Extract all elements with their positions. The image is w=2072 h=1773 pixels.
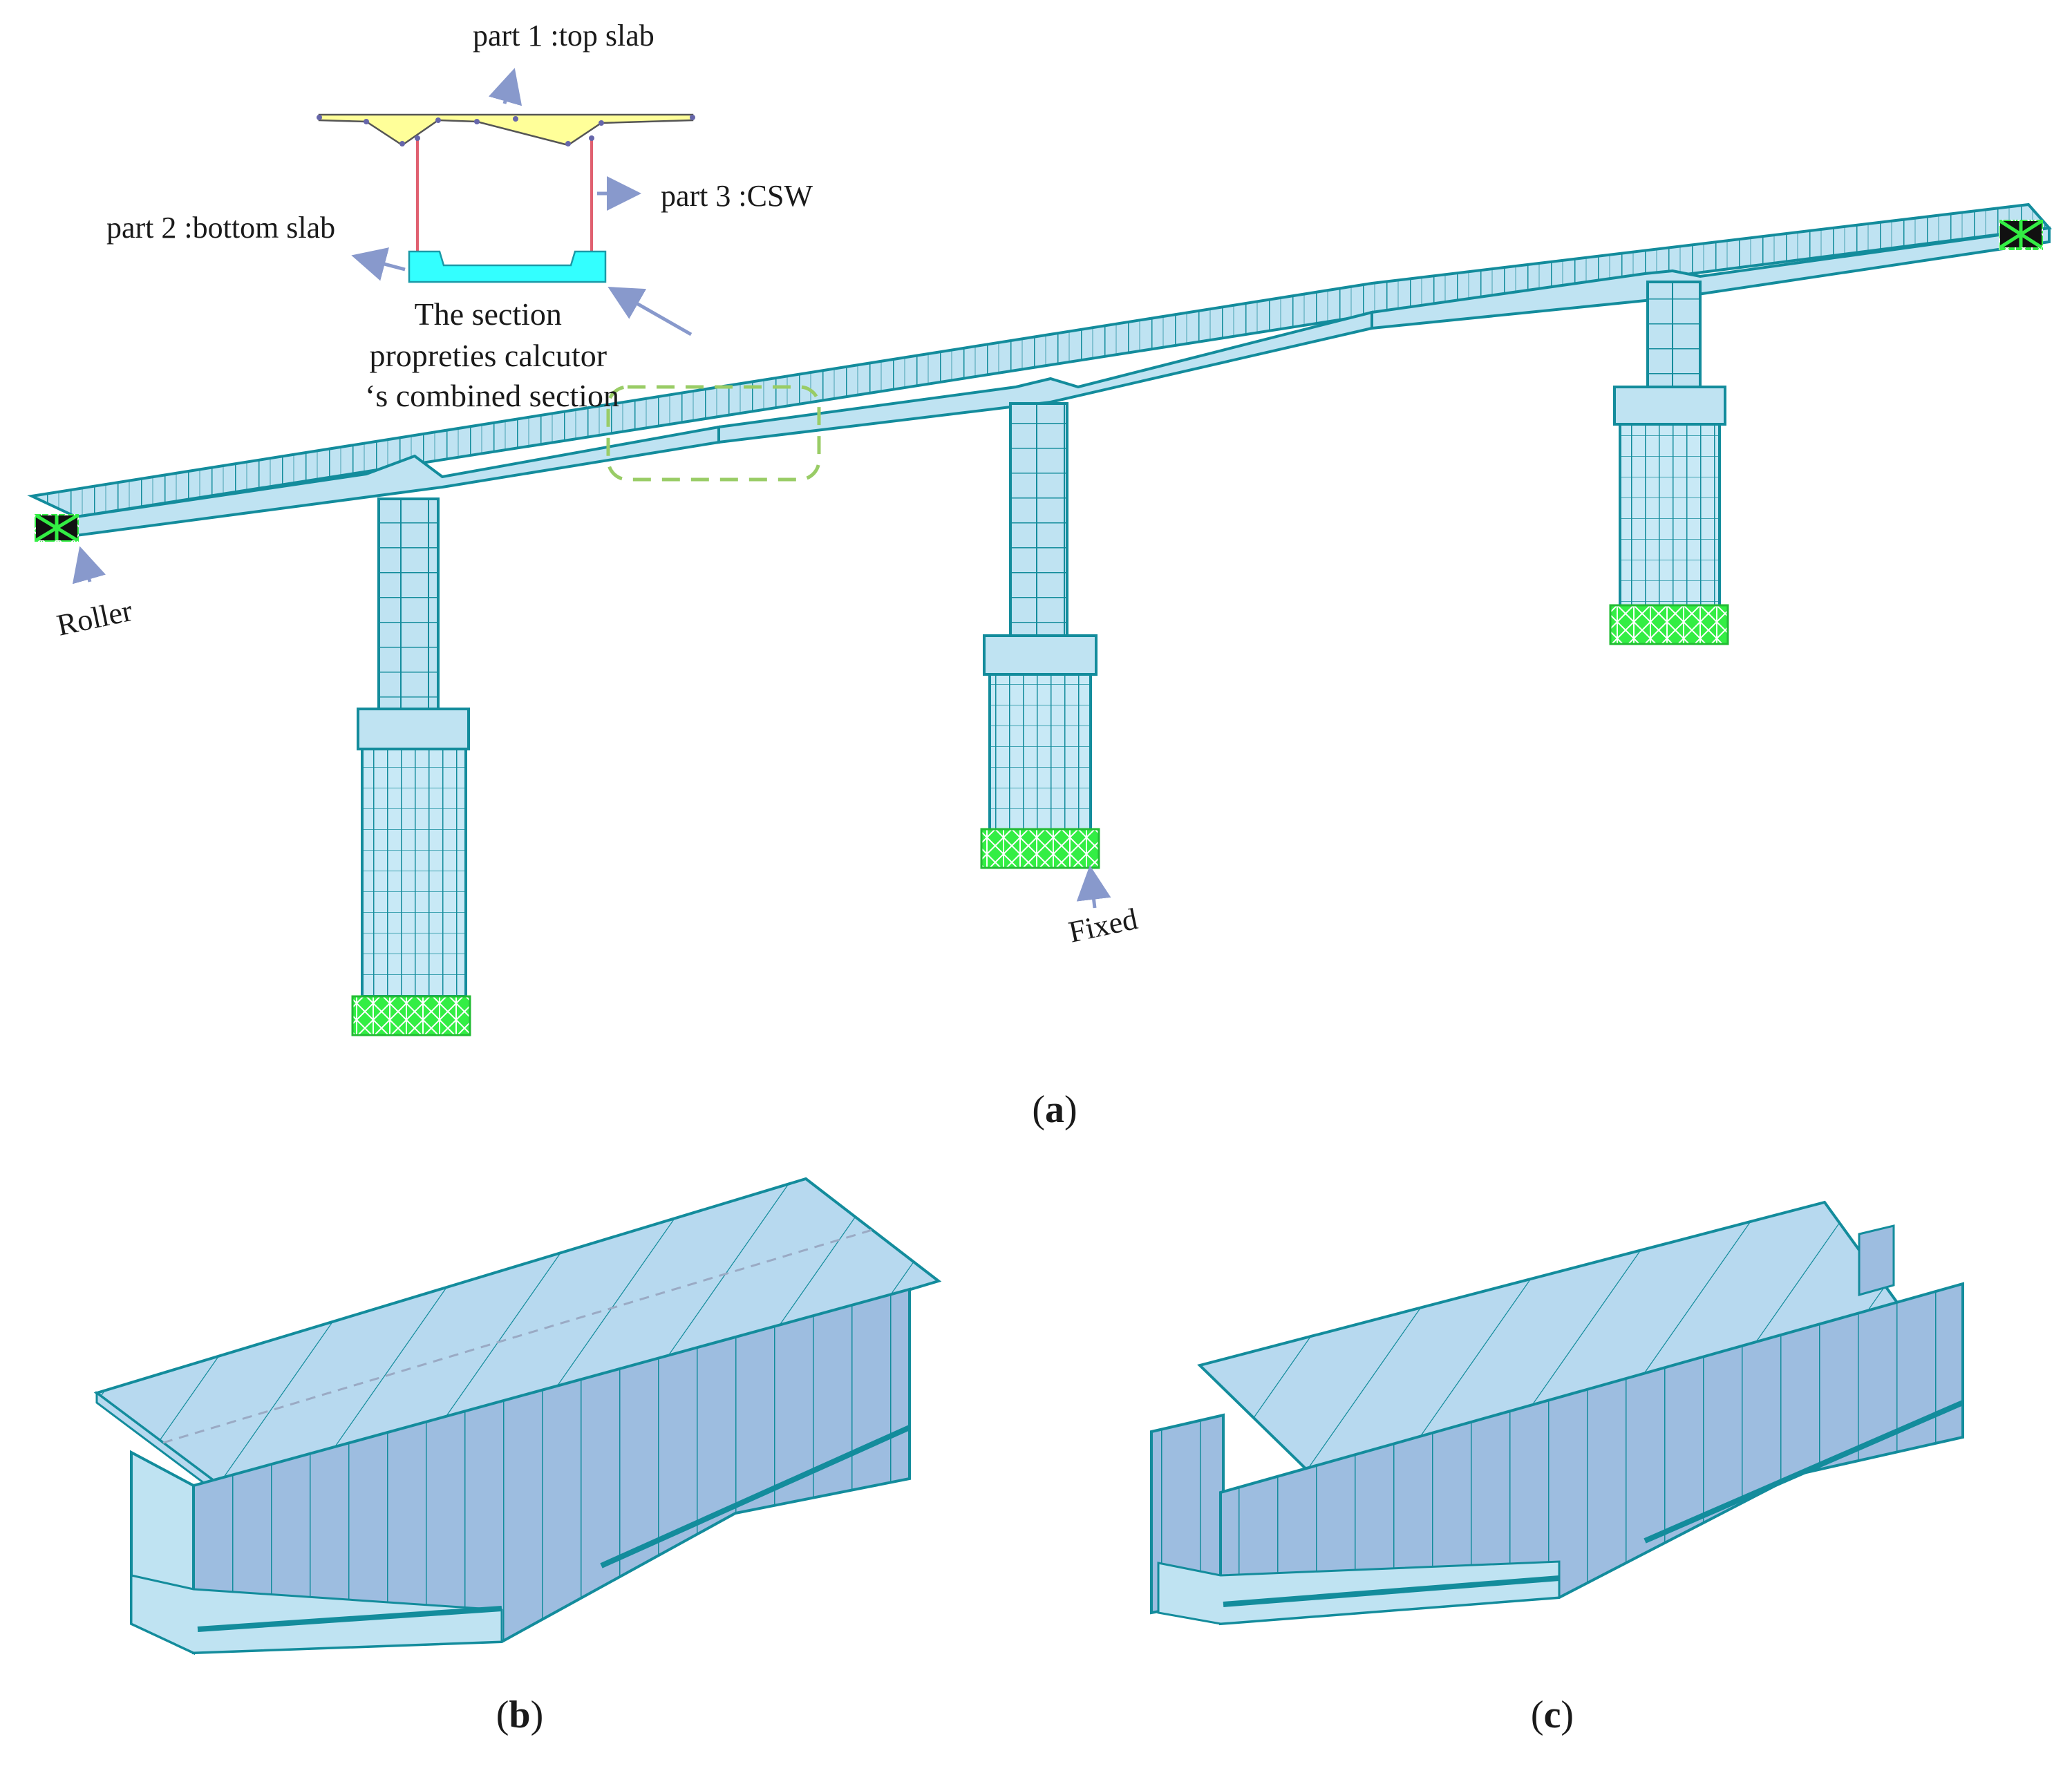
panel-b-upper-stiffener [600,1425,911,1568]
caption-c: (c) [1531,1694,1574,1736]
section-note-line-1: The section [415,296,562,332]
fixed-label: Fixed [1066,902,1140,949]
section-note: The section propreties calcutor ‘s combi… [365,296,619,413]
cross-section-inset [317,113,695,283]
section-note-line-2: propreties calcutor [369,338,607,373]
bridge-deck [27,202,2052,538]
pier-3-column [1646,281,1702,391]
fixed-arrow [1076,865,1111,909]
callout-arrows [72,68,1111,909]
panel-c: (c) [1150,1200,1964,1736]
pier-2-column [1009,402,1068,640]
caption-b-letter: b [509,1694,530,1736]
caption-a: (a) [1032,1088,1077,1131]
pier-3-piles [1619,423,1721,611]
top-slab-shape [318,113,694,146]
panel-b: (b) [93,1177,942,1736]
right-end-support [1999,219,2043,250]
pier-3-cap [1613,386,1726,426]
panel-b-bottom-flange [130,1574,503,1654]
pier-1-cap [357,708,470,750]
pier-2-cap [983,634,1098,676]
bottom-slab-label: part 2 :bottom slab [106,211,335,245]
top-slab-label: part 1 :top slab [473,19,654,53]
pier-1-column [377,497,440,714]
roller-label: Roller [54,594,135,643]
bottom-slab-arrow [351,247,406,281]
caption-a-letter: a [1045,1088,1064,1131]
pier-2-piles [988,673,1092,836]
left-end-support [35,513,79,542]
caption-b: (b) [496,1694,543,1736]
pier-1 [351,497,471,1036]
panel-c-back-web [1858,1224,1895,1296]
pier-3-footing-support [1609,604,1729,645]
panel-c-lower-stiffener [1223,1575,1560,1607]
caption-c-letter: c [1544,1694,1561,1736]
panel-c-upper-stiffener [1644,1400,1964,1544]
roller-arrow [72,546,106,585]
panel-b-lower-stiffener [197,1606,502,1632]
section-note-line-3: ‘s combined section [365,378,619,413]
bottom-slab-shape [408,250,607,283]
panel-a: part 1 :top slab part 3 :CSW part 2 :bot… [27,19,2052,1131]
csw-label: part 3 :CSW [661,179,813,213]
combined-section-arrow [608,287,693,336]
pier-2 [980,402,1100,869]
pier-2-footing-support [980,828,1100,869]
panel-b-centerline [162,1229,873,1444]
deck-web-segment-3 [1371,226,2051,330]
pier-1-piles [361,748,467,1001]
top-slab-arrow [488,68,522,106]
pier-3 [1609,281,1729,645]
pier-1-footing-support [351,995,471,1036]
